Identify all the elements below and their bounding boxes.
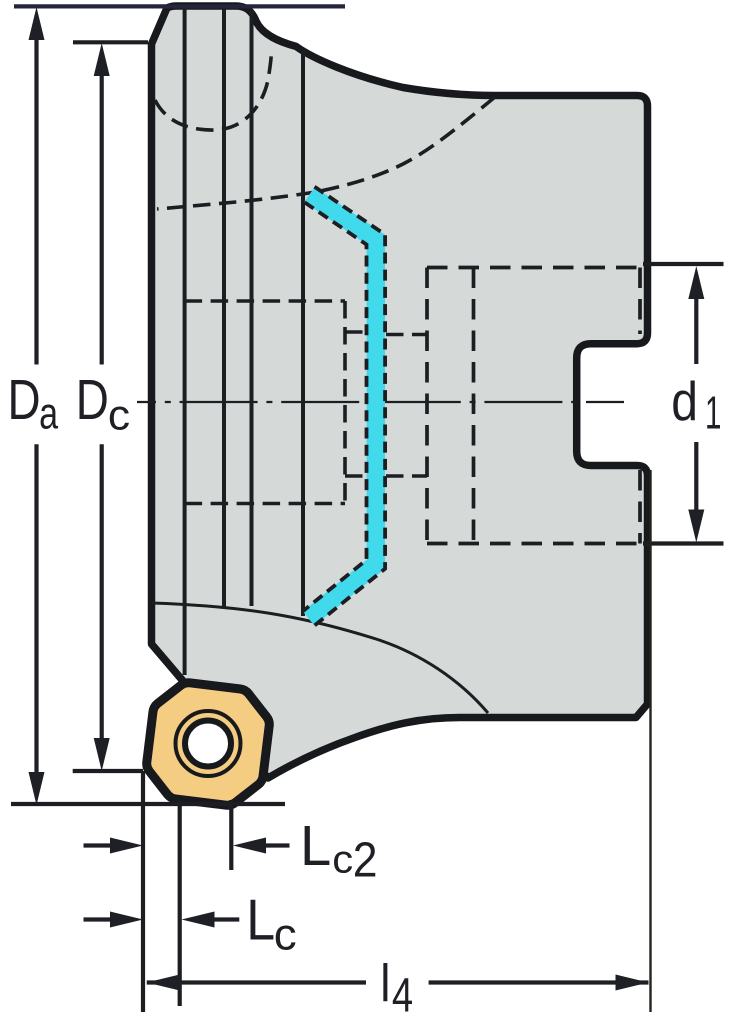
- svg-text:c: c: [332, 837, 353, 881]
- svg-text:c: c: [274, 909, 297, 959]
- svg-text:l: l: [380, 953, 390, 1013]
- svg-text:D: D: [76, 367, 109, 431]
- svg-text:1: 1: [705, 388, 721, 439]
- svg-text:4: 4: [392, 970, 413, 1023]
- svg-text:D: D: [8, 367, 41, 431]
- svg-text:a: a: [39, 389, 58, 438]
- svg-text:L: L: [246, 887, 275, 952]
- svg-text:c: c: [108, 392, 130, 439]
- svg-text:2: 2: [353, 833, 378, 887]
- svg-text:L: L: [300, 814, 331, 877]
- svg-text:d: d: [671, 370, 698, 432]
